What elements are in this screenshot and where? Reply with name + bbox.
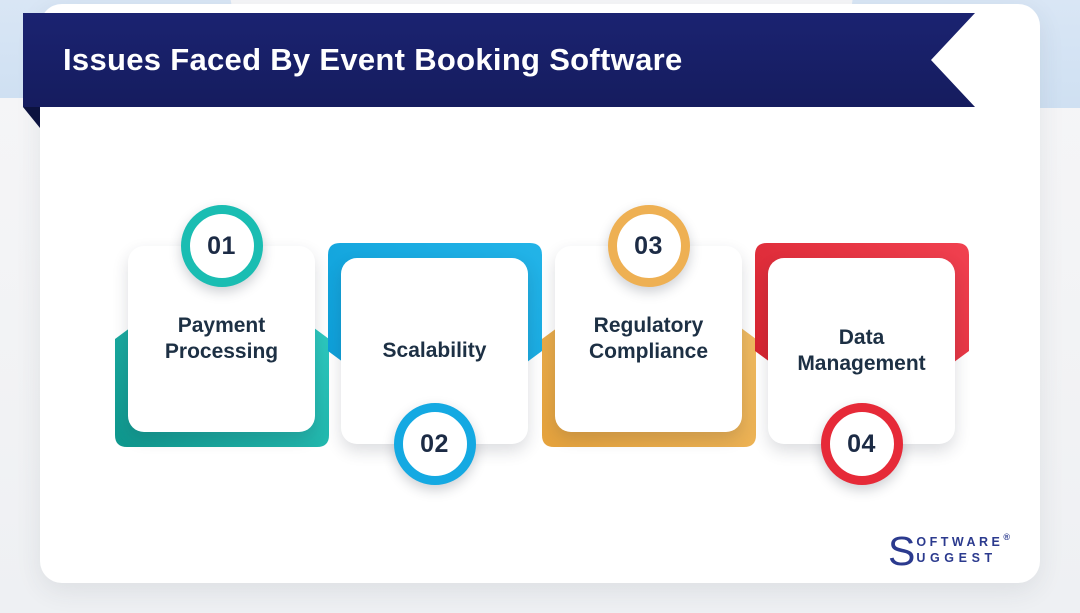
title-ribbon: Issues Faced By Event Booking Software [23, 13, 975, 107]
card-face: Data Management [768, 258, 955, 444]
step-number: 02 [420, 429, 449, 458]
step-number-badge: 01 [180, 205, 263, 287]
step-number: 03 [634, 231, 663, 260]
issue-card: Payment Processing 01 [128, 205, 315, 432]
step-number-badge: 02 [393, 403, 476, 485]
logo-line2: UGGEST [916, 551, 997, 566]
page-title: Issues Faced By Event Booking Software [63, 42, 683, 77]
card-label: Scalability [382, 338, 487, 362]
card-label: Regulatory Compliance [588, 313, 709, 363]
step-number: 04 [847, 429, 876, 458]
registered-mark: ® [1003, 532, 1010, 543]
card-label: Data Management [797, 325, 926, 375]
issue-card: Scalability 02 [341, 258, 528, 485]
step-number-badge: 03 [607, 205, 690, 287]
logo-initial: S [888, 528, 916, 575]
logo-line1: OFTWARE [916, 535, 1004, 550]
step-number-badge: 04 [820, 403, 903, 485]
issue-card: Data Management 04 [768, 258, 955, 485]
ribbon-fold [23, 107, 40, 128]
softwaresuggest-logo: S OFTWARE ® UGGEST [888, 528, 1010, 575]
step-number: 01 [207, 231, 236, 260]
card-label: Payment Processing [164, 313, 279, 363]
issue-card: Regulatory Compliance 03 [555, 205, 742, 432]
